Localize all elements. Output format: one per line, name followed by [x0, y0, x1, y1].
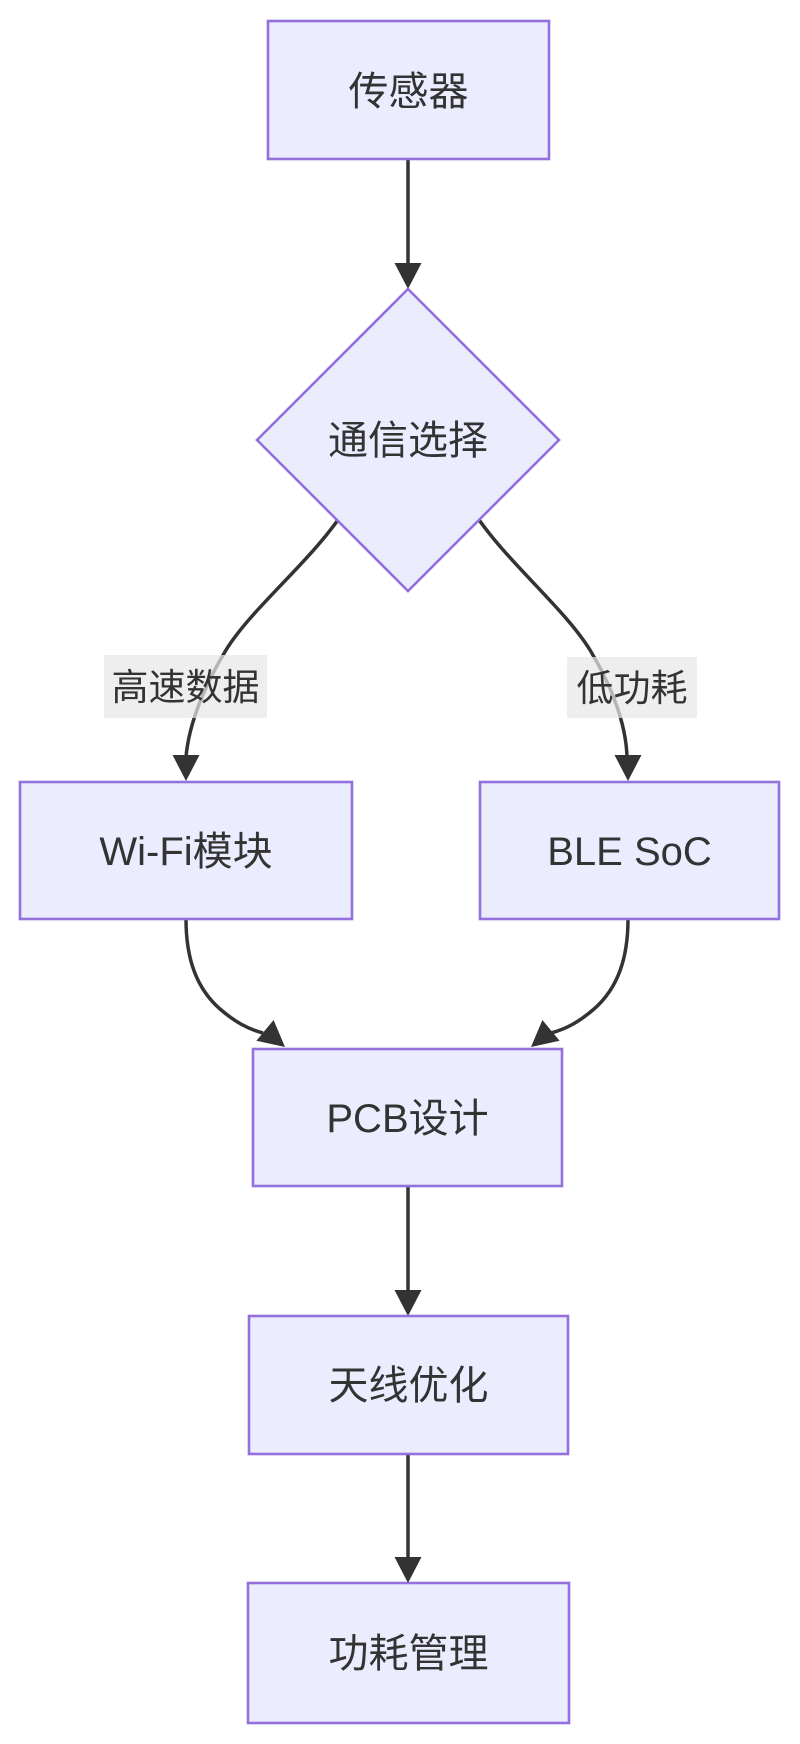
node-power-management: 功耗管理 [246, 1581, 571, 1725]
node-sensor-label: 传感器 [349, 70, 469, 114]
arrowhead-downleft-icon [531, 1020, 560, 1047]
node-sensor-box [266, 19, 551, 161]
node-pcb-label: PCB设计 [326, 1097, 488, 1141]
edge-line [184, 513, 344, 758]
edge-wifi-to-pcb [184, 918, 285, 1047]
node-ble-label: BLE SoC [547, 830, 712, 874]
node-ble-box [478, 780, 781, 921]
edge-comm-to-wifi [172, 513, 344, 781]
edge-line [184, 918, 264, 1035]
edge-sensor-to-comm [394, 159, 422, 289]
node-ble-soc: BLE SoC [478, 780, 781, 921]
node-wifi-box [18, 780, 354, 921]
node-pcb-design: PCB设计 [251, 1047, 564, 1188]
arrowhead-down-icon [172, 755, 200, 781]
node-sensor: 传感器 [266, 19, 551, 161]
node-antenna-box [247, 1314, 570, 1456]
node-pcb-box [251, 1047, 564, 1188]
edge-line [473, 513, 629, 758]
node-antenna-label: 天线优化 [329, 1364, 489, 1408]
edge-ble-to-pcb [531, 918, 630, 1047]
node-wifi-label: Wi-Fi模块 [99, 830, 272, 874]
edge-label-text: 高速数据 [112, 667, 260, 708]
arrowhead-down-icon [394, 263, 422, 289]
node-power-box [246, 1581, 571, 1725]
edge-line [550, 918, 630, 1035]
edge-pcb-to-antenna [394, 1186, 422, 1316]
edge-label-low-power: 低功耗 [567, 657, 697, 718]
edge-antenna-to-power [394, 1454, 422, 1583]
node-comm-diamond [255, 287, 561, 593]
node-wifi-module: Wi-Fi模块 [18, 780, 354, 921]
node-power-label: 功耗管理 [329, 1632, 489, 1676]
node-comm-decision: 通信选择 [255, 287, 561, 593]
edge-label-background [567, 657, 697, 718]
edge-label-high-speed-data: 高速数据 [104, 655, 267, 718]
arrowhead-down-icon [394, 1290, 422, 1316]
node-antenna-optimization: 天线优化 [247, 1314, 570, 1456]
node-comm-label: 通信选择 [328, 419, 488, 463]
edge-label-text: 低功耗 [577, 668, 688, 709]
edge-comm-to-ble [473, 513, 642, 781]
edge-label-background [104, 655, 267, 718]
arrowhead-down-icon [614, 755, 642, 781]
arrowhead-downright-icon [256, 1020, 285, 1047]
arrowhead-down-icon [394, 1557, 422, 1583]
